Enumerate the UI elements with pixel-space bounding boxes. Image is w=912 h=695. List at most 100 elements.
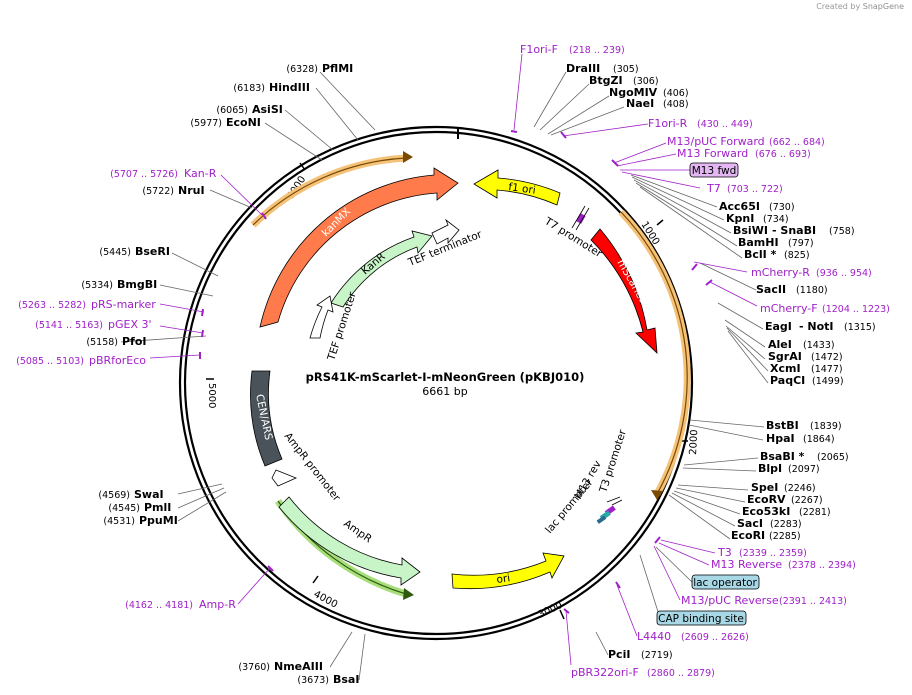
label-ampr-promoter: AmpR promoter — [282, 430, 343, 504]
primer-pos-l4440: (2609 .. 2626) — [681, 632, 749, 643]
site-pos-bcli: (825) — [784, 250, 810, 261]
site-pfoi: PfoI — [122, 335, 147, 348]
site-pos-hindiii: (6183) — [233, 83, 265, 94]
site-pos-draiii: (305) — [613, 64, 639, 75]
site-pos-ppumi: (4531) — [103, 516, 135, 527]
site-pos-pflmi: (6328) — [286, 64, 318, 75]
site-pos-sacii: (1180) — [796, 285, 828, 296]
site-pos-spei: (2246) — [784, 483, 816, 494]
primer-m13-forward: M13 Forward — [677, 147, 748, 160]
site-saci: SacI — [737, 517, 763, 530]
primer-m13-puc-reverse: M13/pUC Reverse — [681, 594, 779, 607]
t7-small-features — [571, 205, 590, 231]
right-site-labels: DraIII (305) BtgZI (306) NgoMIV (406) Na… — [566, 62, 876, 661]
boxed-labels: M13 fwd lac operator CAP binding site — [620, 162, 760, 626]
site-btgzi: BtgZI — [589, 74, 623, 87]
feature-mscarlet-i — [590, 228, 658, 355]
feature-ampr-promoter — [271, 469, 298, 487]
plasmid-name: pRS41K-mScarlet-I-mNeonGreen (pKBJ010) — [306, 370, 585, 384]
primer-pos-t3: (2339 .. 2359) — [739, 548, 807, 559]
site-pos-bsabi: (2065) — [817, 452, 849, 463]
site-ecorv: EcoRV — [747, 493, 786, 506]
primer-pos-m13-puc-reverse: (2391 .. 2413) — [779, 596, 847, 607]
site-nrui: NruI — [178, 184, 205, 197]
site-pos-blpi: (2097) — [788, 464, 820, 475]
primer-pbr322ori-f: pBR322ori-F — [571, 666, 639, 679]
tick-5000: 5000 — [206, 383, 217, 408]
tick-2000: 2000 — [688, 429, 700, 455]
site-nmeaiii: NmeAIII — [274, 660, 323, 673]
feature-cen-ars — [250, 370, 283, 467]
site-eco53ki: Eco53kI — [742, 505, 790, 518]
site-pos-sgrai: (1472) — [811, 352, 843, 363]
primer-pos-mcherry-r: (936 .. 954) — [816, 268, 872, 279]
box-lac-operator: lac operator — [693, 577, 757, 589]
site-bamhi: BamHI — [738, 236, 779, 249]
site-alei: AleI — [768, 338, 792, 351]
mscarlet-highlight-arc — [618, 209, 691, 496]
label-ori: ori — [496, 572, 511, 586]
site-pos-nmeaiii: (3760) — [238, 662, 270, 673]
primer-pos-pbr322ori-f: (2860 .. 2879) — [647, 668, 715, 679]
site-pos-bmgbi: (5334) — [81, 280, 113, 291]
primer-t3: T3 — [717, 546, 732, 559]
snapgene-credit: Created by SnapGene — [816, 2, 904, 11]
kanmx-arc — [252, 157, 407, 226]
label-lac-promoter: lac promoter — [543, 476, 596, 536]
site-hindiii: HindIII — [269, 81, 310, 94]
site-swai: SwaI — [134, 488, 164, 501]
site-ecori: EcoRI — [731, 529, 765, 542]
primer-l4440: L4440 — [637, 630, 671, 643]
site-bcli: BclI * — [744, 248, 777, 261]
credit-prefix: Created by — [816, 2, 861, 11]
primer-mcherry-r: mCherry-R — [751, 266, 810, 279]
backbone-outer — [178, 125, 694, 641]
site-pos-nrui: (5722) — [142, 186, 174, 197]
site-pos-bseri: (5445) — [99, 247, 131, 258]
site-draiii: DraIII — [566, 62, 600, 75]
site-econi: EcoNI — [226, 116, 261, 129]
feature-kanr — [330, 230, 433, 308]
site-xcmi: XcmI — [770, 362, 801, 375]
site-snabi: - SnaBI — [772, 224, 816, 237]
box-m13-fwd: M13 fwd — [692, 165, 737, 177]
site-pflmi: PflMI — [322, 62, 353, 75]
left-primer-marks — [199, 212, 274, 572]
primer-pos-m13-puc-forward: (662 .. 684) — [769, 137, 825, 148]
primer-f1ori-f: F1ori-F — [520, 43, 558, 56]
site-pos-noti: (1315) — [844, 322, 876, 333]
site-ppumi: PpuMI — [139, 514, 178, 527]
site-pos-saci: (2283) — [770, 519, 802, 530]
credit-brand: SnapGene — [862, 2, 904, 11]
primer-pos-kan-r: (5707 .. 5726) — [110, 169, 178, 180]
primer-pos-pbrforeco: (5085 .. 5103) — [16, 356, 84, 367]
site-asisi: AsiSI — [252, 103, 283, 116]
site-pmli: PmlI — [144, 501, 171, 514]
site-bsai: BsaI — [333, 673, 359, 686]
primer-t7: T7 — [706, 182, 721, 195]
site-pos-paqci: (1499) — [812, 376, 844, 387]
site-pos-bsai: (3673) — [297, 675, 329, 686]
primer-f1ori-r: F1ori-R — [648, 117, 688, 130]
site-pos-acc65i: (730) — [769, 202, 795, 213]
site-bmgbi: BmgBI — [117, 278, 157, 291]
site-pos-ngomiv: (406) — [663, 88, 689, 99]
left-primer-labels: (5707 .. 5726) Kan-R (5263 .. 5282) pRS-… — [16, 167, 236, 611]
mscarlet-arc — [620, 211, 688, 495]
site-ngomiv: NgoMIV — [609, 86, 658, 99]
site-bseri: BseRI — [135, 245, 170, 258]
box-cap-binding-site: CAP binding site — [658, 613, 744, 625]
site-pcii: PciI — [608, 648, 630, 661]
site-bsabi: BsaBI * — [760, 450, 805, 463]
tick-3000: 3000 — [537, 600, 565, 621]
site-naei: NaeI — [626, 97, 654, 110]
right-primer-leaders — [513, 53, 758, 666]
plasmid-length: 6661 bp — [422, 385, 467, 398]
site-pos-kpni: (734) — [763, 214, 789, 225]
site-bstbi: BstBI — [766, 419, 799, 432]
site-noti: - NotI — [799, 320, 834, 333]
feature-f1-ori — [473, 169, 561, 206]
site-hpai: HpaI — [766, 432, 795, 445]
label-f1-ori: f1 ori — [508, 181, 537, 197]
